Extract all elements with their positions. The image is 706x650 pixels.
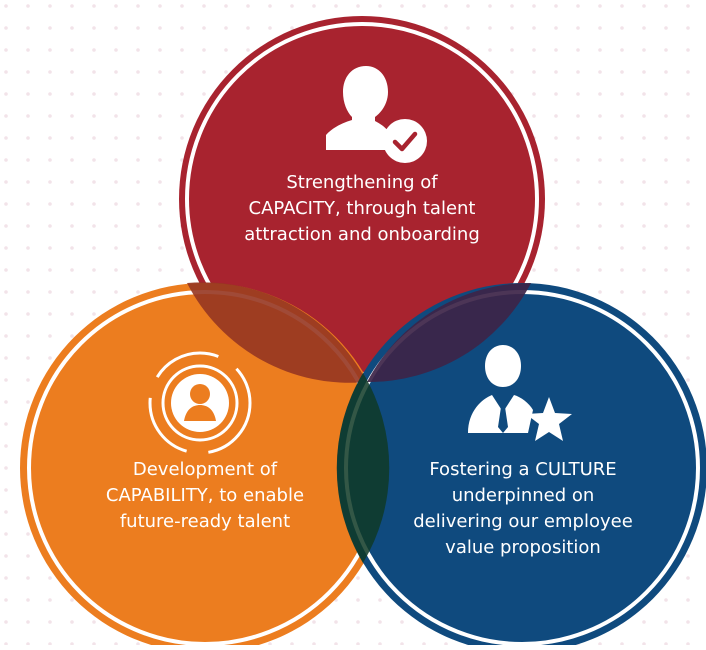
- culture-line: Fostering a CULTURE: [429, 459, 617, 480]
- overlap-capability-culture: [336, 373, 390, 563]
- capacity-outer-ring: [179, 16, 545, 382]
- capacity-label: Strengthening of CAPACITY, through talen…: [212, 170, 512, 248]
- capability-label: Development of CAPABILITY, to enable fut…: [60, 457, 350, 535]
- capability-line: CAPABILITY, to enable: [105, 485, 305, 506]
- user-target-icon: [148, 351, 252, 455]
- culture-line: underpinned on: [451, 485, 595, 506]
- capacity-line: Strengthening of: [286, 172, 438, 193]
- overlap-capacity-culture: [367, 282, 531, 383]
- culture-outer-ring: [337, 283, 706, 650]
- culture-line: delivering our employee: [413, 511, 633, 532]
- capacity-line: attraction and onboarding: [244, 224, 480, 245]
- culture-line: value proposition: [445, 537, 601, 558]
- user-check-icon: [326, 66, 427, 163]
- overlap-capacity-capability: [187, 282, 367, 383]
- capacity-line: CAPACITY, through talent: [248, 198, 476, 219]
- businessman-star-icon: [468, 345, 572, 441]
- capability-line: future-ready talent: [119, 511, 291, 532]
- capability-line: Development of: [132, 459, 278, 480]
- culture-label: Fostering a CULTURE underpinned on deliv…: [378, 457, 668, 561]
